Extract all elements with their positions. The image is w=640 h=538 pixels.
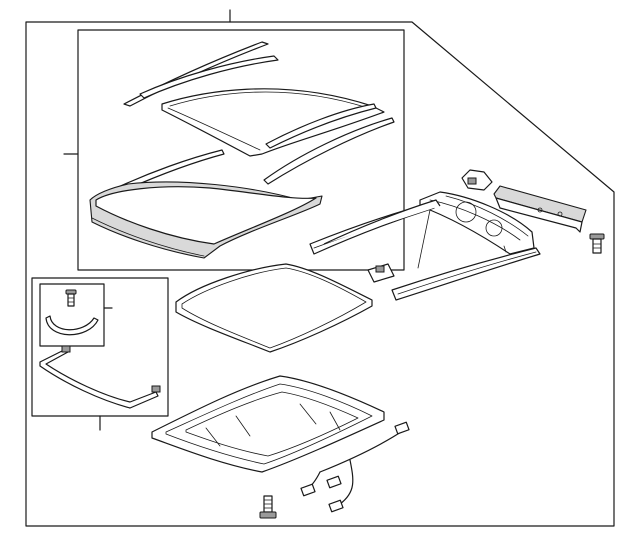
curved-clip: [45, 315, 99, 336]
diagram-frame: [25, 21, 615, 527]
lower-glass-edge: [91, 217, 205, 257]
drain-clip[interactable]: [367, 263, 395, 283]
clip-inset-box: [39, 283, 105, 347]
bracket[interactable]: [461, 169, 493, 191]
reinforcement-plate[interactable]: [493, 185, 587, 233]
upper-glass-outline: [161, 88, 385, 157]
lower-glass-top: [95, 186, 317, 245]
sunshade-bar: [39, 349, 159, 409]
sunshade-kit-group[interactable]: [31, 277, 169, 431]
mounting-bolt[interactable]: [259, 495, 277, 519]
housing[interactable]: [151, 375, 385, 473]
inset-bolt-icon: [65, 289, 77, 307]
seal-strip-2: [139, 55, 279, 99]
wire-harness[interactable]: [300, 421, 410, 513]
seal-strip-4: [263, 117, 395, 185]
bolt[interactable]: [589, 233, 605, 254]
seal-strip-3: [265, 103, 377, 149]
bar-clip-right: [151, 385, 161, 393]
glass-panel[interactable]: [175, 263, 373, 353]
sunroof-frame-rails[interactable]: [309, 191, 541, 301]
glass-seal-group[interactable]: [63, 29, 405, 271]
glass-seal-box: [77, 29, 405, 271]
bar-clip-left: [61, 345, 71, 353]
upper-glass-inner: [167, 91, 369, 151]
